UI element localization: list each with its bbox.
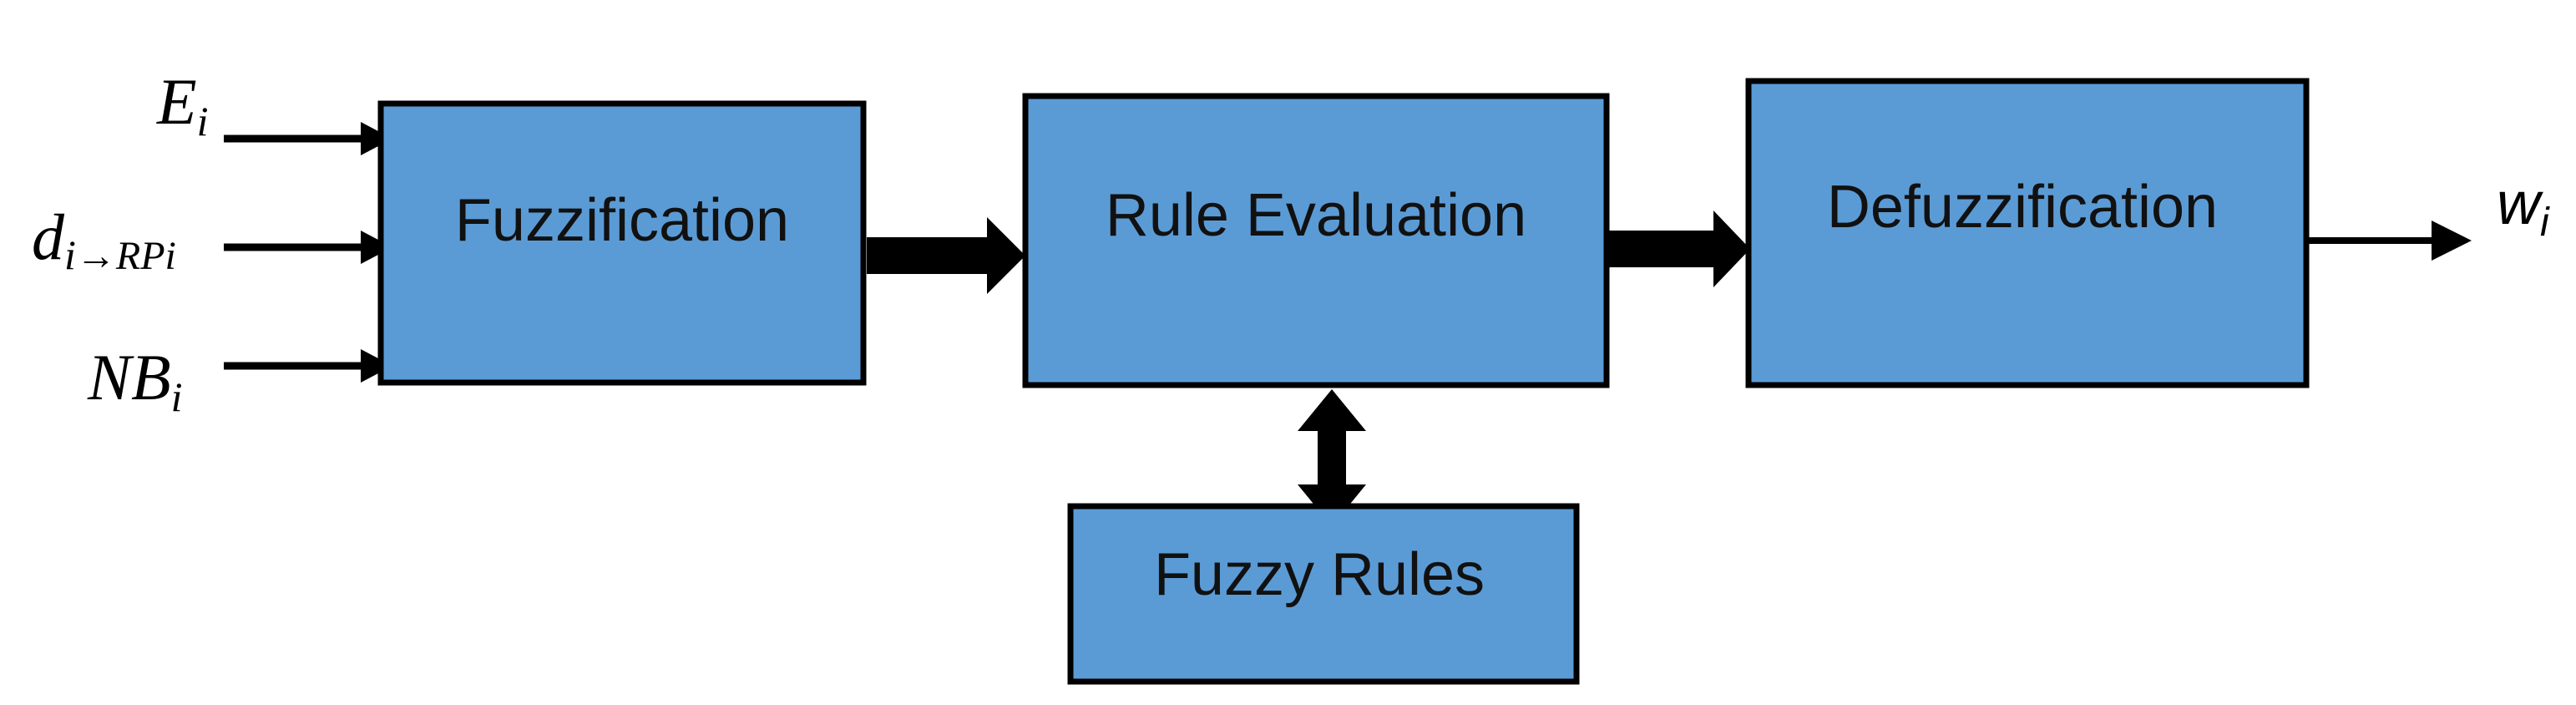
input-label-distance-base: d: [32, 200, 65, 273]
output-label: wi: [2497, 170, 2550, 245]
fuzzification-label: Fuzzification: [455, 187, 789, 254]
fuzzy-rules-label: Fuzzy Rules: [1154, 541, 1485, 608]
input-label-neighbors: NBi: [87, 341, 183, 420]
output-label-base: w: [2497, 170, 2543, 237]
input-label-distance-arrow: →: [76, 234, 116, 278]
defuzzification-label: Defuzzification: [1827, 174, 2218, 241]
input-arrow-energy: [224, 122, 392, 155]
input-label-neighbors-base: NB: [87, 341, 171, 413]
input-label-energy-base: E: [156, 65, 197, 138]
fuzzy-rules-block: Fuzzy Rules: [1067, 503, 1580, 685]
defuzzification-block: Defuzzification: [1745, 78, 2310, 388]
arrow-rule-evaluation-to-defuzzification: [1608, 210, 1750, 287]
rule-evaluation-label: Rule Evaluation: [1106, 182, 1526, 249]
output-arrow: [2308, 221, 2472, 261]
input-label-neighbors-sub: i: [171, 373, 183, 420]
output-label-sub: i: [2540, 200, 2550, 245]
input-arrow-neighbors: [224, 349, 392, 383]
input-label-distance-sub: i: [64, 231, 76, 278]
input-label-distance: di→RPi: [32, 200, 176, 278]
input-label-distance-sub2: RPi: [115, 234, 176, 278]
arrow-fuzzification-to-rule-evaluation: [867, 217, 1025, 294]
input-label-energy: Ei: [156, 65, 209, 145]
input-arrow-distance: [224, 231, 392, 264]
fuzzification-block: Fuzzification: [377, 100, 867, 386]
arrow-rule-evaluation-fuzzy-rules: [1298, 389, 1366, 526]
input-label-energy-sub: i: [197, 98, 209, 145]
rule-evaluation-block: Rule Evaluation: [1022, 93, 1610, 388]
